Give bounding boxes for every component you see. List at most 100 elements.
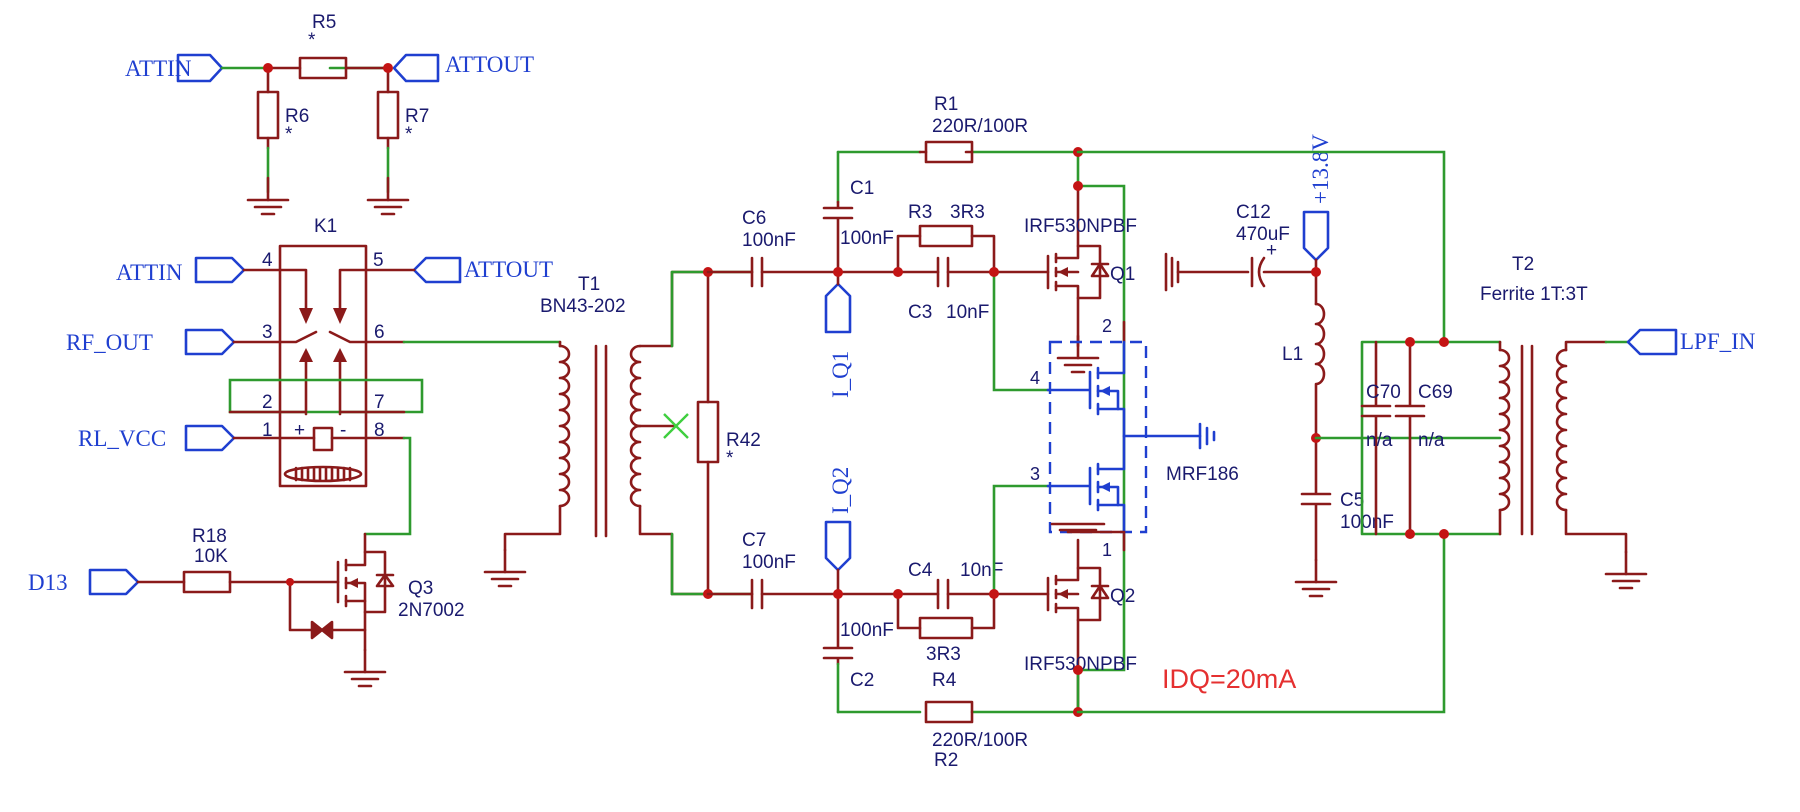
- r6-ref: R6: [285, 106, 309, 127]
- driver-stage: R42 * C6 100nF C7 100nF I_Q1 I_Q2 C1 100…: [670, 94, 1080, 771]
- net-label-rl-vcc: RL_VCC: [78, 426, 166, 451]
- junction-dot: [1073, 181, 1083, 191]
- r18-value: 10K: [194, 546, 228, 567]
- output-stage: C12 470uF + +13.8V L1 C5 100nF C70 n/a C…: [1076, 134, 1756, 714]
- q1-value: IRF530NPBF: [1024, 216, 1137, 237]
- junction-dot: [893, 589, 903, 599]
- c2-ref: C2: [850, 670, 874, 691]
- resistor-r42: [696, 400, 720, 464]
- r5-ref: R5: [312, 12, 336, 33]
- net-port-i-q2: [824, 520, 852, 572]
- r1-value: 220R/100R: [932, 116, 1028, 137]
- ground-symbol: [1294, 558, 1338, 598]
- net-port-vcc: [1302, 210, 1330, 262]
- c70-ref: C70: [1366, 382, 1401, 403]
- r2-value: 220R/100R: [932, 730, 1028, 751]
- resistor-r4: [918, 616, 974, 640]
- q3-value: 2N7002: [398, 600, 465, 621]
- net-label-attout-relay: ATTOUT: [464, 257, 553, 282]
- net-port-rf-out: [184, 328, 236, 356]
- c7-ref: C7: [742, 530, 766, 551]
- t1-ref: T1: [578, 274, 600, 295]
- ground-symbol: [366, 176, 410, 216]
- c7-value: 100nF: [742, 552, 796, 573]
- r7-value: *: [405, 124, 413, 145]
- relay-k1-body: [278, 244, 368, 488]
- bias-transistors: IRF530NPBF Q1 IRF530NPBF Q2: [1024, 147, 1137, 717]
- net-label-rf-out: RF_OUT: [66, 330, 153, 355]
- c3-ref: C3: [908, 302, 932, 323]
- k1-ref: K1: [314, 216, 337, 237]
- c3-value: 10nF: [946, 302, 989, 323]
- junction-dot: [1073, 665, 1083, 675]
- ground-symbol: [343, 648, 387, 688]
- net-label-i-q2: I_Q2: [828, 467, 853, 514]
- r2-ref: R2: [934, 750, 958, 771]
- net-label-attin-relay: ATTIN: [116, 260, 183, 285]
- net-port-d13: [88, 568, 140, 596]
- c4-ref: C4: [908, 560, 933, 581]
- k1-pin-3: 3: [262, 322, 273, 343]
- attenuator-network: ATTIN R5 * ATTOUT R6 * R7 *: [125, 12, 534, 216]
- net-label-lpf-in: LPF_IN: [1680, 329, 1756, 354]
- net-label-i-q1: I_Q1: [828, 351, 853, 398]
- junction-dot: [1439, 337, 1449, 347]
- junction-dot: [1311, 267, 1321, 277]
- r1-ref: R1: [934, 94, 958, 115]
- net-port-lpf-in: [1626, 328, 1678, 356]
- mrf-pin-1: 1: [1102, 540, 1112, 560]
- idq-note: IDQ=20mA: [1162, 664, 1296, 694]
- resistor-r6: [256, 90, 280, 140]
- c69-value: n/a: [1418, 430, 1445, 451]
- r4-ref: R4: [932, 670, 957, 691]
- net-port-attout-top: [392, 53, 440, 83]
- ground-symbol: [1604, 550, 1648, 590]
- mrf-pin-2: 2: [1102, 316, 1112, 336]
- c70-value: n/a: [1366, 430, 1393, 451]
- k1-coil-plus: +: [294, 420, 305, 441]
- k1-pin-7: 7: [374, 392, 385, 413]
- net-label-attout-top: ATTOUT: [445, 52, 534, 77]
- c6-ref: C6: [742, 208, 766, 229]
- junction-dot: [833, 267, 843, 277]
- resistor-r18: [182, 570, 232, 594]
- r3-ref: R3: [908, 202, 932, 223]
- c1-value: 100nF: [840, 228, 894, 249]
- k1-pin-4: 4: [262, 250, 273, 271]
- q3-ref: Q3: [408, 578, 433, 599]
- junction-dot: [989, 267, 999, 277]
- k1-pin-8: 8: [374, 420, 385, 441]
- relay-spring: [283, 465, 363, 483]
- l1-ref: L1: [1282, 344, 1303, 365]
- net-label-attin-top: ATTIN: [125, 56, 192, 81]
- r42-ref: R42: [726, 430, 761, 451]
- c12-ref: C12: [1236, 202, 1271, 223]
- net-label-d13: D13: [28, 570, 68, 595]
- net-port-attout-relay: [412, 256, 462, 284]
- resistor-r2: [924, 700, 974, 724]
- relay-coil: [312, 426, 334, 452]
- r42-value: *: [726, 448, 734, 469]
- net-port-attin-top: [176, 53, 224, 83]
- junction-dot: [1405, 337, 1415, 347]
- net-port-attin-relay: [194, 256, 246, 284]
- junction-dot: [989, 589, 999, 599]
- junction-dot: [286, 578, 294, 586]
- t1-value: BN43-202: [540, 296, 626, 317]
- q1-ref: Q1: [1110, 264, 1135, 285]
- inductor-l1: [1314, 302, 1326, 440]
- c2-value: 100nF: [840, 620, 894, 641]
- transformer-t1: T1 BN43-202: [483, 270, 710, 596]
- r4-value: 3R3: [926, 644, 961, 665]
- r7-ref: R7: [405, 106, 429, 127]
- net-label-vcc: +13.8V: [1308, 134, 1333, 204]
- c69-ref: C69: [1418, 382, 1453, 403]
- net-port-i-q1: [824, 282, 852, 334]
- r3-value: 3R3: [950, 202, 985, 223]
- k1-pin-5: 5: [373, 250, 384, 271]
- resistor-r3: [918, 224, 974, 248]
- k1-pin-2: 2: [262, 392, 273, 413]
- k1-pin-6: 6: [374, 322, 385, 343]
- r5-value: *: [308, 30, 316, 51]
